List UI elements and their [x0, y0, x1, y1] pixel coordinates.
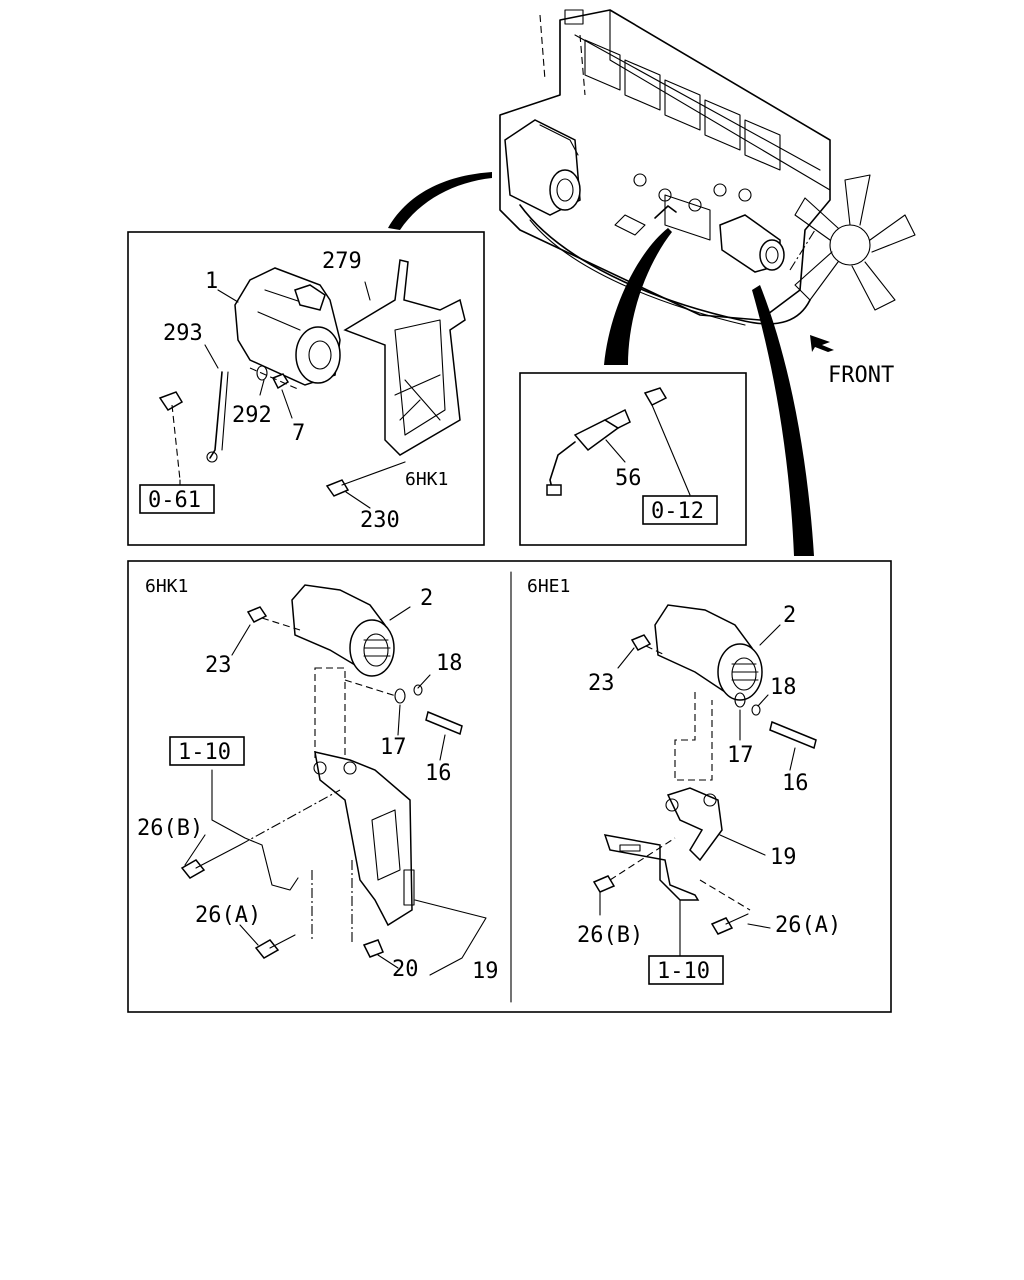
- callout-293: 293: [163, 321, 203, 346]
- engine-overview: FRONT: [388, 9, 916, 556]
- callout-23-6hk1: 23: [205, 653, 232, 678]
- alternator-panel: 6HK1: [127, 560, 892, 1013]
- ref-0-12: 0-12: [651, 499, 704, 524]
- ref-1-10-6hk1: 1-10: [178, 740, 231, 765]
- ref-box-1-10-6hk1: [169, 736, 245, 766]
- callout-230: 230: [360, 508, 400, 533]
- alt-6hk1: 6HK1: [137, 576, 499, 984]
- callout-26b-6hk1: 26(B): [137, 816, 203, 841]
- callout-20-6hk1: 20: [392, 957, 419, 982]
- callout-279: 279: [322, 249, 362, 274]
- callout-18-6he1: 18: [770, 675, 797, 700]
- callout-292: 292: [232, 403, 272, 428]
- callout-1: 1: [205, 269, 218, 294]
- front-label: FRONT: [828, 363, 894, 388]
- ref-1-10-6he1: 1-10: [657, 959, 710, 984]
- title-6hk1: 6HK1: [145, 576, 188, 597]
- callout-18-6hk1: 18: [436, 651, 463, 676]
- callout-19-6he1: 19: [770, 845, 797, 870]
- callout-19-6hk1: 19: [472, 959, 499, 984]
- sensor-leader: [604, 228, 672, 365]
- sensor-panel: 56 0-12: [519, 372, 747, 546]
- starter-motor: [234, 267, 341, 386]
- alt-6he1: 6HE1: [527, 576, 841, 985]
- callout-23-6he1: 23: [588, 671, 615, 696]
- callout-2-6he1: 2: [783, 603, 796, 628]
- starter-panel: 1 279 293 292 7 230 6HK1 0-61: [127, 231, 485, 546]
- front-indicator: FRONT: [810, 335, 894, 388]
- callout-26a-6hk1: 26(A): [195, 903, 261, 928]
- engine-alternator: [719, 214, 785, 273]
- callout-2-6hk1: 2: [420, 586, 433, 611]
- cooling-fan: [789, 174, 916, 311]
- title-6he1: 6HE1: [527, 576, 570, 597]
- callout-16-6hk1: 16: [425, 761, 452, 786]
- callout-17-6hk1: 17: [380, 735, 407, 760]
- callout-16-6he1: 16: [782, 771, 809, 796]
- starter-leader: [388, 172, 492, 230]
- engine-starter: [504, 119, 581, 216]
- ref-box-0-12: [642, 495, 718, 525]
- ref-box-1-10-6he1: [648, 955, 724, 985]
- ref-box-0-61: [139, 484, 215, 514]
- starter-engine-variant: 6HK1: [405, 469, 448, 490]
- callout-26a-6he1: 26(A): [775, 913, 841, 938]
- ref-0-61: 0-61: [148, 488, 201, 513]
- sensor-56: [546, 408, 631, 496]
- callout-26b-6he1: 26(B): [577, 923, 643, 948]
- callout-7: 7: [292, 421, 305, 446]
- callout-17-6he1: 17: [727, 743, 754, 768]
- callout-56: 56: [615, 466, 642, 491]
- alternator-leader: [752, 285, 814, 556]
- starter-bracket: [343, 259, 466, 456]
